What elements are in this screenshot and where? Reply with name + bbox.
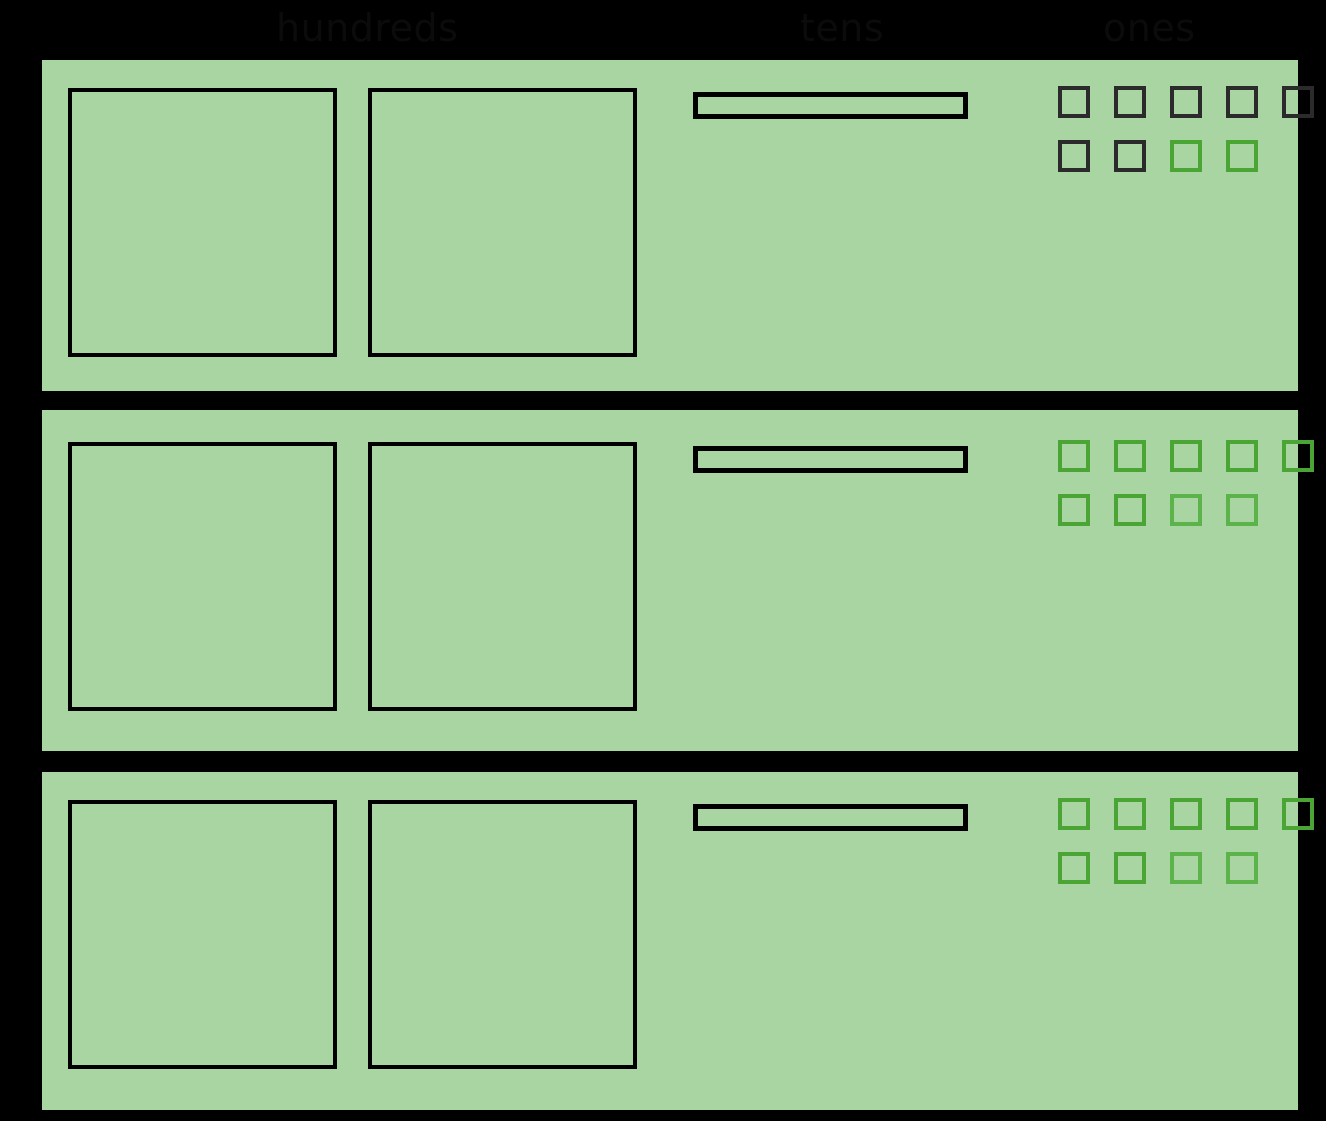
hundreds-flat[interactable] <box>368 88 637 357</box>
ones-unit[interactable] <box>1226 852 1258 884</box>
ones-unit[interactable] <box>1170 798 1202 830</box>
place-value-row[interactable] <box>42 410 1314 751</box>
ones-unit[interactable] <box>1170 440 1202 472</box>
ones-unit[interactable] <box>1058 798 1090 830</box>
ones-unit[interactable] <box>1170 86 1202 118</box>
ones-unit[interactable] <box>1282 440 1314 472</box>
hundreds-group <box>42 772 662 1110</box>
hundreds-group <box>42 410 662 751</box>
tens-rod[interactable] <box>693 804 968 831</box>
ones-unit[interactable] <box>1226 140 1258 172</box>
ones-unit[interactable] <box>1114 440 1146 472</box>
ones-unit[interactable] <box>1170 140 1202 172</box>
ones-line <box>1010 140 1298 176</box>
ones-unit[interactable] <box>1170 852 1202 884</box>
hundreds-flat[interactable] <box>68 442 337 711</box>
tens-rod[interactable] <box>693 446 968 473</box>
column-header-band: hundreds tens ones <box>0 0 1326 58</box>
hundreds-flat[interactable] <box>368 442 637 711</box>
tens-rod[interactable] <box>693 92 968 119</box>
column-label-tens: tens <box>800 6 885 50</box>
ones-unit[interactable] <box>1282 86 1314 118</box>
ones-unit[interactable] <box>1058 852 1090 884</box>
tens-group <box>682 772 982 1110</box>
ones-line <box>1010 852 1298 888</box>
hundreds-flat[interactable] <box>68 800 337 1069</box>
hundreds-flat[interactable] <box>68 88 337 357</box>
hundreds-group <box>42 60 662 391</box>
column-label-ones: ones <box>1103 6 1196 50</box>
ones-unit[interactable] <box>1058 440 1090 472</box>
ones-line <box>1010 86 1314 122</box>
ones-unit[interactable] <box>1170 494 1202 526</box>
ones-unit[interactable] <box>1226 494 1258 526</box>
ones-line <box>1010 440 1314 476</box>
column-label-hundreds: hundreds <box>276 6 459 50</box>
tens-group <box>682 60 982 391</box>
ones-unit[interactable] <box>1226 440 1258 472</box>
place-value-row[interactable] <box>42 60 1314 391</box>
ones-unit[interactable] <box>1226 798 1258 830</box>
hundreds-flat[interactable] <box>368 800 637 1069</box>
ones-line <box>1010 798 1314 834</box>
ones-group <box>1010 86 1314 196</box>
ones-group <box>1010 798 1314 908</box>
ones-unit[interactable] <box>1114 798 1146 830</box>
ones-unit[interactable] <box>1114 494 1146 526</box>
ones-unit[interactable] <box>1282 798 1314 830</box>
ones-group <box>1010 440 1314 550</box>
ones-unit[interactable] <box>1114 852 1146 884</box>
ones-unit[interactable] <box>1058 140 1090 172</box>
ones-unit[interactable] <box>1114 86 1146 118</box>
tens-group <box>682 410 982 751</box>
ones-unit[interactable] <box>1058 86 1090 118</box>
ones-unit[interactable] <box>1226 86 1258 118</box>
ones-unit[interactable] <box>1114 140 1146 172</box>
ones-unit[interactable] <box>1058 494 1090 526</box>
ones-line <box>1010 494 1298 530</box>
place-value-row[interactable] <box>42 772 1314 1110</box>
